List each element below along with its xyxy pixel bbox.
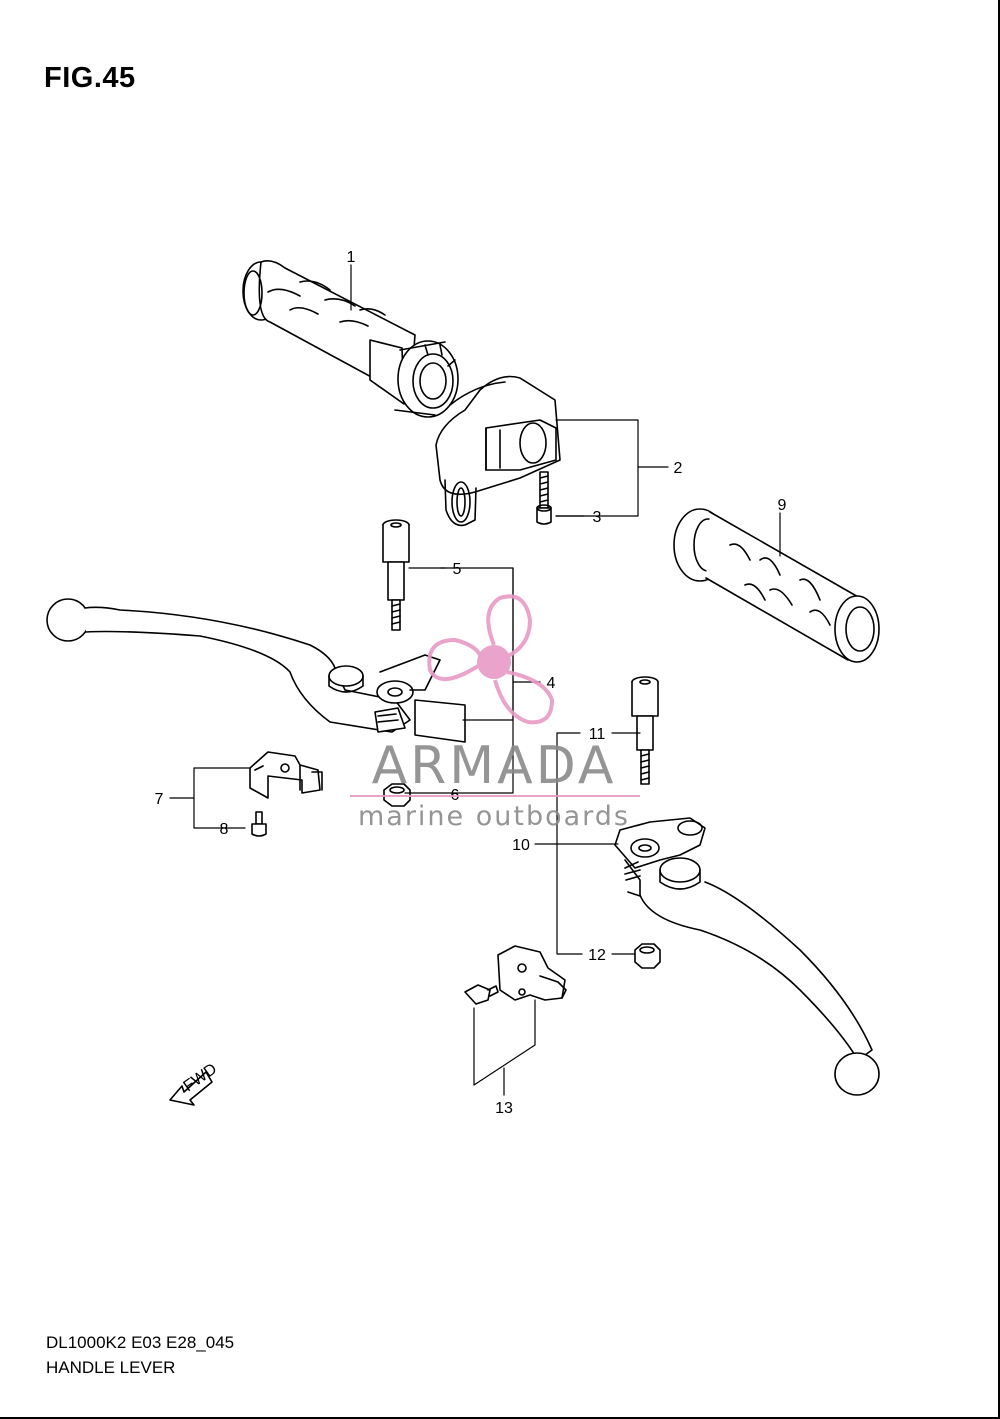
callout-10: 10 [512, 837, 530, 854]
callout-3: 3 [593, 509, 602, 526]
part-10-brake-lever [614, 817, 880, 1096]
callout-5: 5 [453, 561, 462, 578]
figure-code: DL1000K2 E03 E28_045 [46, 1333, 235, 1352]
part-13-brake-switch [464, 945, 567, 1005]
figure-name: HANDLE LEVER [46, 1358, 176, 1377]
part-8-screw [251, 811, 267, 837]
part-12-nut [634, 943, 661, 969]
callout-8: 8 [220, 821, 229, 838]
callout-11: 11 [589, 726, 606, 743]
fwd-arrow-icon: FWD [169, 1060, 220, 1106]
part-11-pivot-bolt [631, 676, 659, 785]
callout-7: 7 [155, 791, 164, 808]
part-9-handle-grip [673, 508, 880, 663]
callout-2: 2 [674, 460, 683, 477]
watermark-tagline: marine outboards [358, 801, 630, 832]
part-3-screw [536, 471, 552, 525]
part-1-throttle-grip [242, 260, 459, 418]
part-2-throttle-housing [435, 375, 561, 527]
part-4-clutch-lever [46, 598, 466, 743]
leader-lines [169, 264, 781, 1096]
callout-13: 13 [495, 1100, 513, 1117]
callout-labels: 1 2 3 4 5 6 7 8 9 10 11 12 13 [155, 249, 787, 1117]
callout-1: 1 [347, 249, 356, 266]
figure-title: FIG.45 [44, 62, 136, 94]
callout-12: 12 [588, 947, 606, 964]
callout-4: 4 [547, 675, 556, 692]
callout-9: 9 [778, 497, 787, 514]
part-5-pivot-bolt [382, 519, 410, 631]
watermark: ARMADA marine outboards [350, 594, 640, 832]
watermark-brand: ARMADA [372, 736, 617, 796]
propeller-logo-icon [427, 594, 555, 725]
part-7-clutch-switch [249, 751, 323, 799]
